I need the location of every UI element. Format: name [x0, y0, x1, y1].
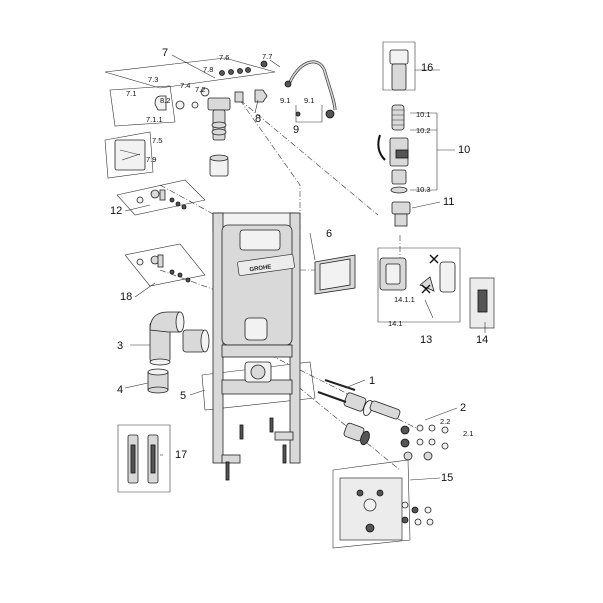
label-5: 5 [180, 390, 186, 402]
label-18: 18 [120, 291, 132, 303]
part-7-valve-assembly [114, 60, 268, 177]
label-17: 17 [175, 449, 187, 461]
label-16: 16 [421, 62, 433, 74]
label-7-9: 7.9 [146, 155, 156, 164]
part-2-fastening-set [400, 424, 449, 461]
label-7-4: 7.4 [180, 81, 190, 90]
part-6-cover-box [314, 254, 356, 295]
plate-frames [104, 41, 461, 549]
part-14-flush-plate [469, 277, 495, 329]
label-13: 13 [420, 334, 432, 346]
label-2-2: 2.2 [440, 417, 450, 426]
label-7-2: 7.2 [195, 85, 205, 94]
part-4-sleeve [147, 368, 169, 394]
part-12-wall-fixing [136, 189, 187, 210]
label-10-2: 10.2 [416, 126, 431, 135]
label-7-7: 7.7 [262, 52, 272, 61]
label-7-3: 7.3 [148, 75, 158, 84]
label-15: 15 [441, 472, 453, 484]
label-7-5: 7.5 [152, 136, 162, 145]
label-10: 10 [458, 144, 470, 156]
label-6: 6 [326, 228, 332, 240]
label-8-2: 8.2 [160, 96, 170, 105]
label-9-1-a: 9.1 [280, 96, 290, 105]
label-11: 11 [443, 196, 454, 208]
part-13-actuator-kit [379, 254, 456, 294]
part-17-brackets [127, 434, 159, 484]
label-10-1: 10.1 [416, 110, 431, 119]
part-3-bend-pipe [149, 311, 210, 366]
label-14: 14 [476, 334, 488, 346]
part-1-connector-pipes [317, 379, 401, 446]
main-installation-frame: GROHE [212, 212, 301, 481]
label-8: 8 [255, 113, 261, 125]
part-18-wall-fixing [136, 254, 191, 283]
label-7-6: 7.6 [219, 53, 229, 62]
label-2-1: 2.1 [463, 429, 473, 438]
part-number-labels: 7 7.6 7.7 7.8 7.3 7.4 7.2 7.1 8.2 7.1.1 … [110, 47, 488, 484]
label-7: 7 [162, 47, 168, 59]
part-11-drain-valve [391, 201, 411, 227]
part-15-template-plate [339, 477, 434, 541]
label-7-8: 7.8 [203, 65, 213, 74]
label-12: 12 [110, 205, 122, 217]
label-7-1-1: 7.1.1 [146, 115, 163, 124]
label-4: 4 [117, 384, 123, 396]
label-10-3: 10.3 [416, 185, 431, 194]
leader-lines [124, 54, 486, 481]
frame-logo-text: GROHE [249, 264, 272, 273]
part-9-hose [284, 60, 337, 119]
label-1: 1 [369, 375, 375, 387]
label-14-1: 14.1 [388, 319, 403, 328]
label-7-1: 7.1 [126, 89, 136, 98]
label-9: 9 [293, 124, 299, 136]
label-9-1-b: 9.1 [304, 96, 314, 105]
label-14-1-1: 14.1.1 [394, 295, 415, 304]
part-10-flush-mechanism [377, 49, 409, 194]
label-3: 3 [117, 340, 123, 352]
label-2: 2 [460, 402, 466, 414]
